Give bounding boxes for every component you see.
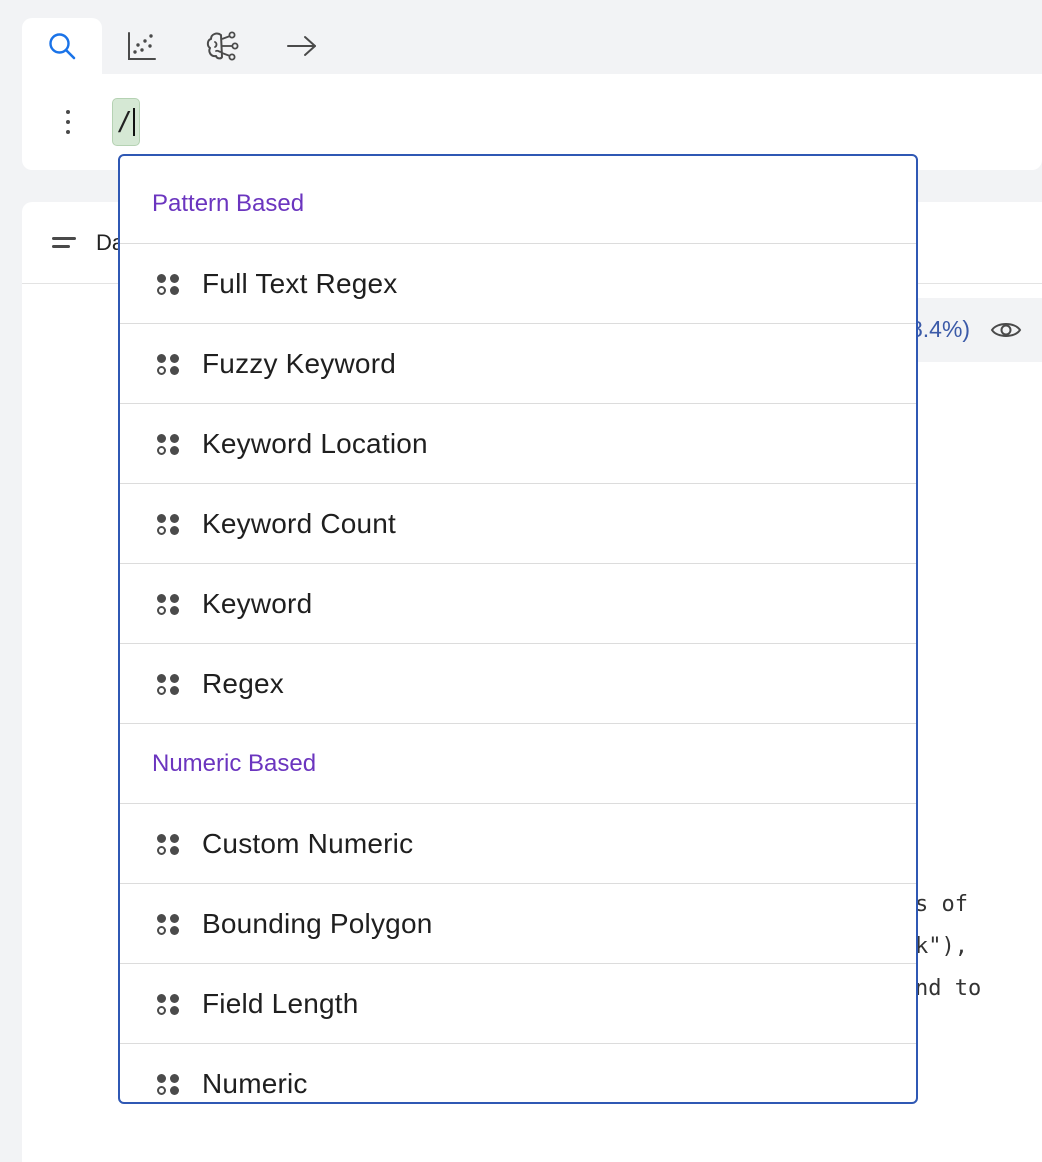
option-bounding-polygon[interactable]: Bounding Polygon: [120, 884, 916, 964]
option-label: Bounding Polygon: [202, 907, 433, 939]
command-dropdown[interactable]: Pattern Based Full Text Regex Fuzzy Keyw…: [118, 154, 918, 1104]
search-icon: [49, 33, 76, 60]
option-label: Numeric: [202, 1067, 308, 1099]
sort-lines-icon[interactable]: [52, 235, 76, 251]
tab-scatter[interactable]: [102, 18, 182, 74]
option-keyword-location[interactable]: Keyword Location: [120, 404, 916, 484]
option-regex[interactable]: Regex: [120, 644, 916, 724]
mode-tabbar: [22, 18, 1042, 74]
option-label: Keyword: [202, 587, 313, 619]
tab-ml[interactable]: [182, 18, 262, 74]
option-label: Regex: [202, 667, 284, 699]
group-header-pattern: Pattern Based: [120, 156, 916, 244]
dots-grid-icon: [156, 432, 180, 456]
dots-grid-icon: [156, 832, 180, 856]
option-label: Full Text Regex: [202, 267, 398, 299]
dots-grid-icon: [156, 352, 180, 376]
query-input-value: /: [116, 107, 133, 137]
option-label: Keyword Location: [202, 427, 428, 459]
dots-grid-icon: [156, 992, 180, 1016]
option-label: Field Length: [202, 987, 359, 1019]
brain-icon: [206, 31, 239, 61]
option-label: Custom Numeric: [202, 827, 414, 859]
dots-grid-icon: [156, 592, 180, 616]
option-field-length[interactable]: Field Length: [120, 964, 916, 1044]
dots-grid-icon: [156, 512, 180, 536]
option-keyword-count[interactable]: Keyword Count: [120, 484, 916, 564]
dots-grid-icon: [156, 672, 180, 696]
option-label: Keyword Count: [202, 507, 397, 539]
dots-grid-icon: [156, 1072, 180, 1096]
option-fuzzy-keyword[interactable]: Fuzzy Keyword: [120, 324, 916, 404]
dots-grid-icon: [156, 272, 180, 296]
option-keyword[interactable]: Keyword: [120, 564, 916, 644]
tab-next[interactable]: [262, 18, 342, 74]
more-options-icon[interactable]: [58, 104, 78, 140]
tab-search[interactable]: [22, 18, 102, 74]
text-caret: [133, 108, 136, 136]
arrow-right-icon: [287, 36, 316, 56]
option-custom-numeric[interactable]: Custom Numeric: [120, 804, 916, 884]
scatter-plot-icon: [128, 32, 156, 60]
eye-icon[interactable]: [990, 314, 1022, 346]
option-numeric[interactable]: Numeric: [120, 1044, 916, 1102]
option-label: Fuzzy Keyword: [202, 347, 396, 379]
dots-grid-icon: [156, 912, 180, 936]
query-input[interactable]: /: [112, 98, 140, 146]
match-stat-text: 8.4%): [910, 316, 971, 342]
option-full-text-regex[interactable]: Full Text Regex: [120, 244, 916, 324]
group-header-numeric: Numeric Based: [120, 724, 916, 804]
